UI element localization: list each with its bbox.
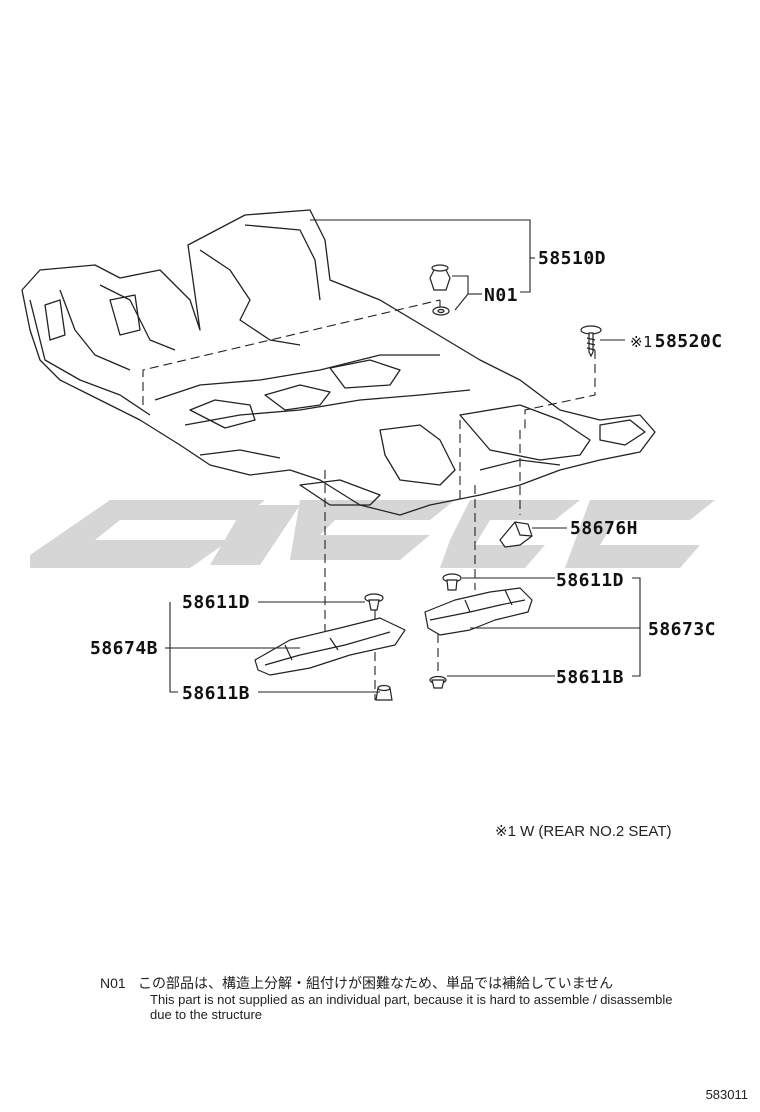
pad-58676h: [499, 521, 533, 548]
cover-58674b: [254, 617, 406, 676]
part-label-58611b-right[interactable]: 58611B: [556, 667, 625, 688]
footnote: N01 この部品は、構造上分解・組付けが困難なため、単品では補給していません T…: [100, 974, 720, 1022]
part-label-58674b[interactable]: 58674B: [90, 638, 159, 659]
diagram-id: 583011: [705, 1087, 748, 1102]
part-label-58510d[interactable]: 58510D: [538, 248, 607, 269]
n01-clip-set: [429, 264, 451, 316]
part-label-n01[interactable]: N01: [484, 285, 519, 306]
grommet-lower-right: [429, 675, 447, 689]
part-label-58611b-left[interactable]: 58611B: [182, 683, 251, 704]
footnote-code: N01: [100, 975, 126, 991]
part-label-58611d-left[interactable]: 58611D: [182, 592, 251, 613]
footnote-english: This part is not supplied as an individu…: [150, 992, 673, 1022]
part-number-58520c: 58520C: [654, 331, 723, 352]
grommet-upper-left: [364, 593, 384, 611]
reference-mark-note: ※1 W (REAR NO.2 SEAT): [495, 823, 672, 840]
leader-lines: [165, 219, 641, 693]
watermark-logo: [30, 500, 715, 568]
floor-carpet-drawing: [21, 209, 656, 516]
footnote-japanese: この部品は、構造上分解・組付けが困難なため、単品では補給していません: [138, 975, 614, 991]
part-label-58676h[interactable]: 58676H: [570, 518, 639, 539]
clip-58520c: [580, 325, 602, 358]
grommet-lower-left: [375, 684, 393, 701]
reference-mark: ※1: [630, 333, 653, 351]
part-label-58611d-right[interactable]: 58611D: [556, 570, 625, 591]
grommet-upper-right: [442, 573, 462, 591]
part-label-58673c[interactable]: 58673C: [648, 619, 717, 640]
cover-58673c: [424, 587, 533, 636]
